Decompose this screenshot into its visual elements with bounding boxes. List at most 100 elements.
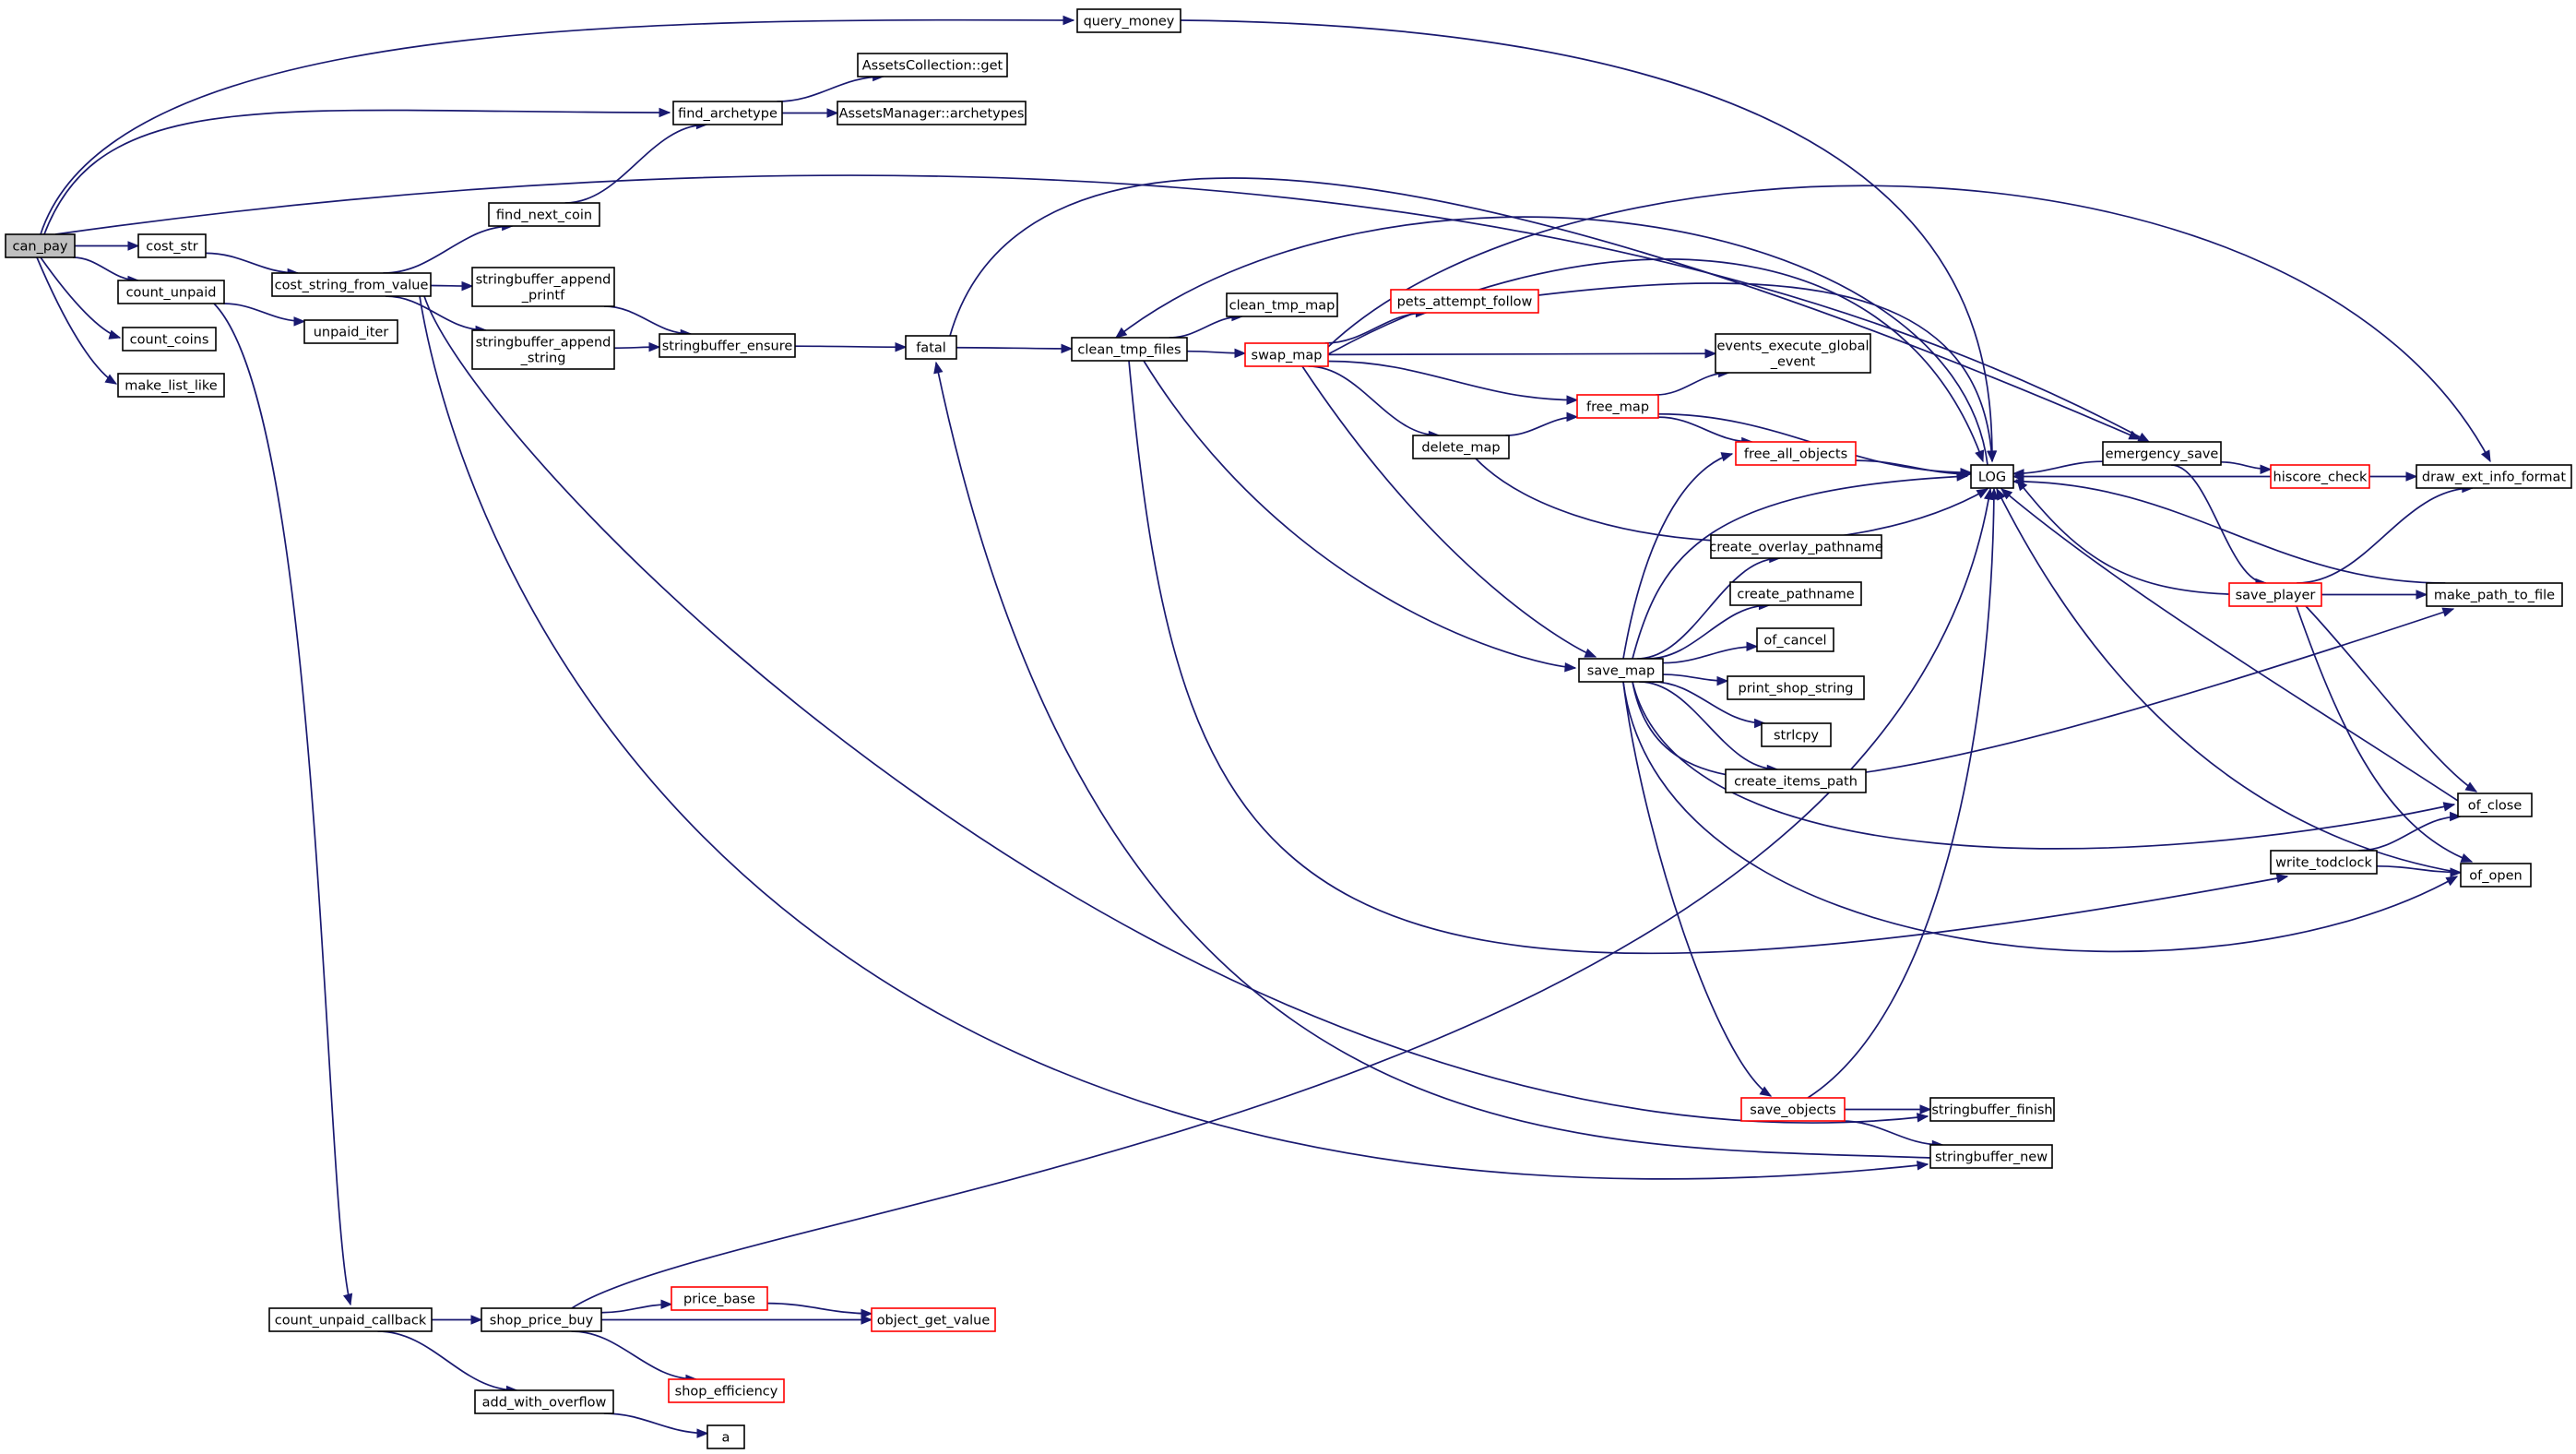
node-of-cancel[interactable]: of_cancel [1756, 627, 1834, 652]
node-label: AssetsCollection::get [862, 59, 1003, 74]
node-object-get-value[interactable]: object_get_value [871, 1307, 996, 1332]
node-events-execute-global-event[interactable]: events_execute_global_event [1715, 333, 1871, 374]
node-save-objects[interactable]: save_objects [1740, 1097, 1846, 1122]
node-create-pathname[interactable]: create_pathname [1729, 581, 1862, 606]
arrowhead [826, 108, 839, 118]
node-find-next-coin[interactable]: find_next_coin [488, 202, 600, 227]
node-make-path-to-file[interactable]: make_path_to_file [2426, 582, 2563, 607]
node-delete-map[interactable]: delete_map [1412, 435, 1510, 459]
node-create-items-path[interactable]: create_items_path [1725, 769, 1867, 793]
node-shop-efficiency[interactable]: shop_efficiency [668, 1378, 785, 1403]
node-print-shop-string[interactable]: print_shop_string [1727, 675, 1865, 700]
node-count-unpaid[interactable]: count_unpaid [117, 280, 225, 304]
node-label: write_todclock [2275, 856, 2372, 871]
node-save-map[interactable]: save_map [1578, 658, 1664, 683]
edge-count_unpaid_callback-to-shop_price_buy [431, 1315, 483, 1325]
node-add-with-overflow[interactable]: add_with_overflow [474, 1389, 614, 1414]
edge-save_map-to-strlcpy [1652, 681, 1766, 729]
node-assets-collection-get[interactable]: AssetsCollection::get [857, 53, 1008, 77]
node-label: stringbuffer_finish [1931, 1103, 2052, 1118]
node-stringbuffer-append-string[interactable]: stringbuffer_append_string [471, 329, 615, 370]
node-clean-tmp-files[interactable]: clean_tmp_files [1071, 337, 1188, 362]
node-label: cost_string_from_value [275, 279, 429, 293]
edge-save_objects-to-stringbuffer_finish [1845, 1104, 1932, 1114]
node-a[interactable]: a [706, 1424, 745, 1449]
edge-count_unpaid-to-unpaid_iter [223, 303, 306, 327]
node-find-archetype[interactable]: find_archetype [672, 101, 783, 125]
node-of-close[interactable]: of_close [2457, 793, 2533, 817]
node-fatal[interactable]: fatal [905, 335, 957, 360]
node-stringbuffer-finish[interactable]: stringbuffer_finish [1929, 1097, 2055, 1122]
node-log[interactable]: LOG [1970, 464, 2014, 489]
node-label: fatal [916, 341, 946, 356]
node-stringbuffer-ensure[interactable]: stringbuffer_ensure [659, 333, 796, 358]
edge-count_unpaid_callback-to-add_with_overflow [377, 1330, 518, 1396]
node-assets-manager-archetypes[interactable]: AssetsManager::archetypes [837, 101, 1027, 125]
node-query-money[interactable]: query_money [1076, 8, 1181, 33]
arrowhead [293, 316, 306, 327]
arrowhead [2460, 853, 2474, 863]
edge-emergency_save-to-save_player [2171, 464, 2268, 589]
node-cost-str[interactable]: cost_str [137, 233, 207, 258]
node-label: events_execute_global [1716, 340, 1869, 354]
arrowhead [648, 341, 661, 352]
arrowhead [1564, 661, 1577, 673]
node-label: delete_map [1421, 441, 1500, 456]
node-label: count_unpaid [126, 286, 217, 301]
node-count-coins[interactable]: count_coins [122, 327, 217, 352]
node-free-all-objects[interactable]: free_all_objects [1735, 441, 1857, 466]
node-box [837, 101, 1027, 125]
arrowhead [895, 342, 908, 352]
node-label: add_with_overflow [482, 1396, 607, 1411]
node-count-unpaid-callback[interactable]: count_unpaid_callback [268, 1307, 433, 1332]
node-strlcpy[interactable]: strlcpy [1761, 722, 1832, 747]
node-box [671, 1286, 768, 1311]
node-of-open[interactable]: of_open [2460, 863, 2532, 888]
node-box [1970, 464, 2014, 489]
node-label: swap_map [1252, 349, 1323, 364]
node-can-pay[interactable]: can_pay [5, 233, 76, 258]
node-label: strlcpy [1774, 729, 1819, 744]
node-stringbuffer-new[interactable]: stringbuffer_new [1929, 1144, 2053, 1169]
node-box [122, 327, 217, 352]
node-box [1727, 675, 1865, 700]
node-label: stringbuffer_new [1935, 1150, 2048, 1165]
node-cost-string-from-value[interactable]: cost_string_from_value [271, 272, 432, 297]
node-swap-map[interactable]: swap_map [1244, 342, 1329, 367]
node-box [471, 329, 615, 370]
node-clean-tmp-map[interactable]: clean_tmp_map [1226, 292, 1338, 317]
arrowhead [1975, 449, 1985, 463]
arrowhead [1746, 641, 1759, 651]
edge-save_player-to-log [2016, 478, 2230, 595]
node-label: print_shop_string [1738, 682, 1853, 697]
node-stringbuffer-append-printf[interactable]: stringbuffer_append_printf [471, 267, 615, 307]
edge-shop_price_buy-to-log [571, 487, 1994, 1309]
node-save-player[interactable]: save_player [2228, 582, 2322, 607]
edge-hiscore_check-to-draw_ext_info_format [2368, 471, 2418, 482]
node-unpaid-iter[interactable]: unpaid_iter [303, 319, 398, 344]
arrowhead [1234, 348, 1247, 359]
node-draw-ext-info-format[interactable]: draw_ext_info_format [2416, 464, 2572, 489]
arrowhead [461, 280, 474, 292]
node-create-overlay-pathname[interactable]: create_overlay_pathname [1709, 534, 1883, 559]
node-box [137, 233, 207, 258]
arrowhead [1566, 395, 1579, 405]
node-label: clean_tmp_map [1229, 299, 1335, 314]
edge-make_path_to_file-to-log [2012, 476, 2446, 584]
node-shop-price-buy[interactable]: shop_price_buy [481, 1307, 602, 1332]
node-box [2102, 441, 2222, 466]
node-price-base[interactable]: price_base [671, 1286, 768, 1311]
node-pets-attempt-follow[interactable]: pets_attempt_follow [1390, 289, 1539, 314]
edge-count_unpaid-to-count_unpaid_callback [213, 303, 353, 1306]
node-hiscore-check[interactable]: hiscore_check [2270, 464, 2370, 489]
node-box [1071, 337, 1188, 362]
node-label: create_items_path [1734, 775, 1858, 790]
node-write-todclock[interactable]: write_todclock [2270, 850, 2378, 875]
node-box [2270, 850, 2378, 875]
arrowhead [1759, 1086, 1773, 1097]
node-label: save_map [1587, 664, 1655, 679]
arrowhead [2275, 873, 2289, 884]
node-make-list-like[interactable]: make_list_like [117, 373, 225, 398]
node-emergency-save[interactable]: emergency_save [2102, 441, 2222, 466]
node-free-map[interactable]: free_map [1576, 394, 1659, 419]
